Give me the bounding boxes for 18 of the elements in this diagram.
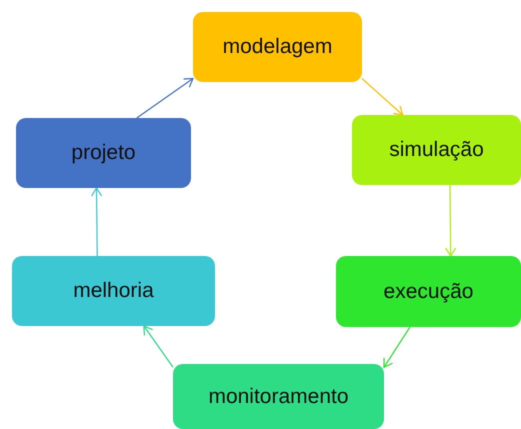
arrow <box>136 78 194 118</box>
arrow <box>91 187 102 256</box>
arrow <box>383 326 410 368</box>
process-box <box>12 256 215 326</box>
box-label: simulação <box>389 138 484 162</box>
process-box <box>173 364 384 429</box>
arrow <box>143 325 174 368</box>
box-label: monitoramento <box>208 384 349 408</box>
process-box <box>16 118 191 188</box>
process-box <box>193 12 362 82</box>
process-box <box>336 256 521 327</box>
box-label: modelagem <box>222 35 332 59</box>
box-label: projeto <box>71 141 136 165</box>
process-box <box>352 115 521 185</box>
box-label: melhoria <box>73 279 154 303</box>
arrow <box>362 78 404 116</box>
arrow <box>445 185 456 257</box>
box-label: execução <box>384 280 474 304</box>
